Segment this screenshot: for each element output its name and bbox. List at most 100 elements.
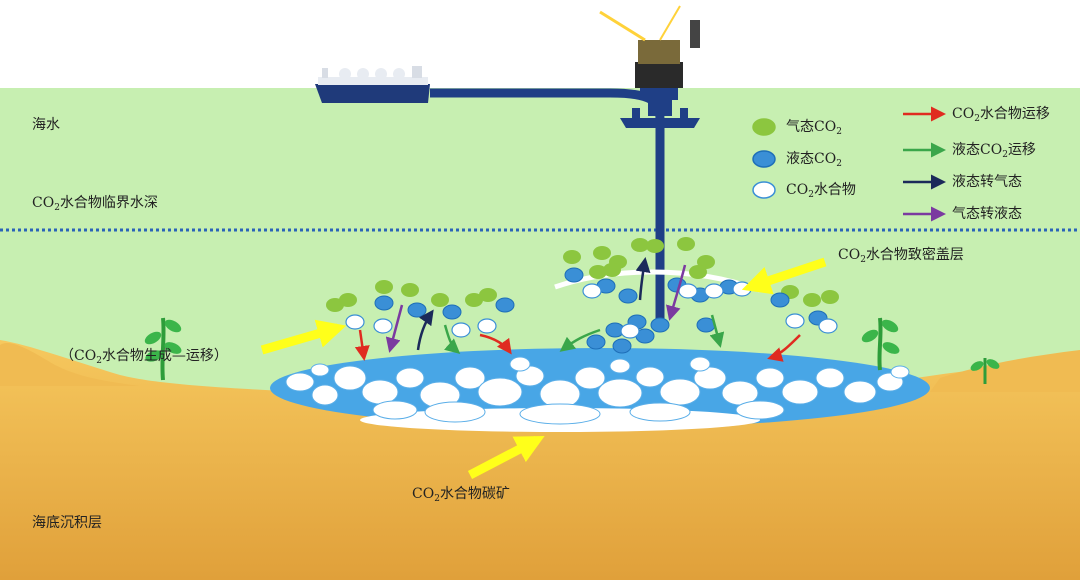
hydrate-blob	[519, 403, 601, 425]
liquid-co2-bubble	[650, 317, 670, 333]
hydrate-blob	[781, 379, 819, 405]
mine-pre: CO	[412, 486, 435, 502]
liquid-co2-bubble	[586, 334, 606, 350]
green-flow-arrow	[709, 314, 725, 348]
gas-co2-bubble	[339, 293, 357, 307]
legend-red-pre: CO	[952, 106, 975, 122]
navy-flow-arrow	[635, 257, 651, 301]
gas-co2-icon	[752, 118, 776, 136]
gas-co2-bubble	[677, 237, 695, 251]
hydrate-blob	[310, 363, 330, 377]
legend-hydrate-label: CO2水合物	[786, 183, 856, 200]
legend-liquid-sub: 2	[836, 159, 842, 169]
mine-sub: 2	[434, 494, 440, 504]
hydrate-co2-bubble	[818, 318, 838, 334]
purple-flow-arrow	[385, 304, 404, 353]
cap-layer-pre: CO	[838, 247, 861, 263]
gas-co2-bubble	[431, 293, 449, 307]
sediment-left-mound	[0, 342, 140, 386]
hydrate-blob	[424, 401, 486, 423]
critical-depth-label: CO2水合物临界水深	[32, 196, 158, 213]
hydrate-blob	[361, 379, 399, 405]
red-flow-arrow	[767, 334, 801, 362]
liquid-co2-bubble	[407, 302, 427, 318]
hydrate-co2-bubble	[451, 322, 471, 338]
liquid-co2-bubble	[770, 292, 790, 308]
hydrate-blob	[574, 366, 606, 390]
liquid-co2-bubble	[564, 267, 584, 283]
hydrate-co2-bubble	[678, 283, 698, 299]
seawater-label: 海水	[32, 117, 60, 133]
gas-co2-bubble	[593, 246, 611, 260]
hydrate-blob	[509, 356, 531, 372]
seaweed-left-icon	[144, 317, 182, 381]
red-flow-arrow	[479, 333, 512, 355]
liquid-co2-bubble	[495, 297, 515, 313]
cap-layer-post: 水合物致密盖层	[865, 247, 964, 263]
legend-gas-sub: 2	[836, 127, 842, 137]
hydrate-bubbles	[285, 356, 910, 425]
gas-co2-bubble	[465, 293, 483, 307]
hydrate-blob	[333, 365, 367, 391]
gas-co2-bubble	[479, 288, 497, 302]
gas-co2-bubble	[563, 250, 581, 264]
green-flow-arrow	[443, 324, 461, 354]
hydrate-co2-bubble	[373, 318, 393, 334]
legend-gas-pre: 气态CO	[786, 119, 837, 135]
offshore-platform-icon	[599, 5, 700, 128]
seaweed-mid-icon	[861, 317, 900, 371]
liquid-co2-bubble	[618, 288, 638, 304]
hydrate-blob	[659, 378, 701, 406]
legend-green-arrow-label: 液态CO2运移	[952, 143, 1036, 160]
green-flow-arrow	[559, 328, 601, 352]
hydrate-blob	[815, 367, 845, 389]
critical-depth-pre: CO	[32, 195, 55, 211]
legend-purple-pre: 气态转液态	[952, 206, 1022, 222]
mine-post: 水合物碳矿	[439, 486, 510, 502]
legend-liquid-pre: 液态CO	[786, 151, 837, 167]
lng-ship-icon	[315, 66, 430, 103]
hydrate-blob	[609, 358, 631, 374]
hydrate-blob	[735, 400, 785, 420]
formation-pre: （CO	[60, 348, 97, 364]
gas-co2-bubble	[631, 238, 649, 252]
hydrate-blob	[597, 378, 643, 408]
gas-co2-bubble	[697, 255, 715, 269]
liquid-co2-icon	[752, 150, 776, 168]
hydrate-blob	[311, 384, 339, 406]
hydrate-co2-icon	[752, 181, 776, 199]
legend-gas-label: 气态CO2	[786, 120, 842, 137]
hydrate-blob	[477, 377, 523, 407]
legend-purple-arrow-label: 气态转液态	[952, 207, 1022, 221]
gas-co2-bubble	[821, 290, 839, 304]
legend-red-arrow-label: CO2水合物运移	[952, 107, 1050, 124]
legend-green-post: 运移	[1007, 142, 1036, 158]
hydrate-blob	[689, 356, 711, 372]
hydrate-co2-bubble	[732, 281, 752, 297]
hydrate-blob	[843, 380, 877, 404]
legend-red-post: 水合物运移	[979, 106, 1050, 122]
legend-navy-arrow-label: 液态转气态	[952, 175, 1022, 189]
formation-sub: 2	[96, 356, 102, 366]
hydrate-co2-bubble	[785, 313, 805, 329]
hydrate-co2-bubble	[582, 283, 602, 299]
hydrate-co2-bubble	[345, 314, 365, 330]
liquid-co2-bubble	[442, 304, 462, 320]
gas-co2-bubble	[803, 293, 821, 307]
gas-co2-bubble	[589, 265, 607, 279]
gas-co2-bubble	[401, 283, 419, 297]
gas-co2-bubble	[689, 265, 707, 279]
mine-callout-arrow	[467, 435, 545, 479]
liquid-co2-bubble	[612, 338, 632, 354]
hydrate-blob	[454, 366, 486, 390]
hydrate-blob	[635, 366, 665, 388]
hydrate-blob	[890, 365, 910, 379]
purple-flow-arrow	[665, 264, 687, 321]
cap-layer-sub: 2	[860, 255, 866, 265]
hydrate-co2-bubble	[477, 318, 497, 334]
legend-liquid-label: 液态CO2	[786, 152, 842, 169]
hydrate-blob	[395, 367, 425, 389]
sediment-right-mound	[930, 350, 1080, 392]
